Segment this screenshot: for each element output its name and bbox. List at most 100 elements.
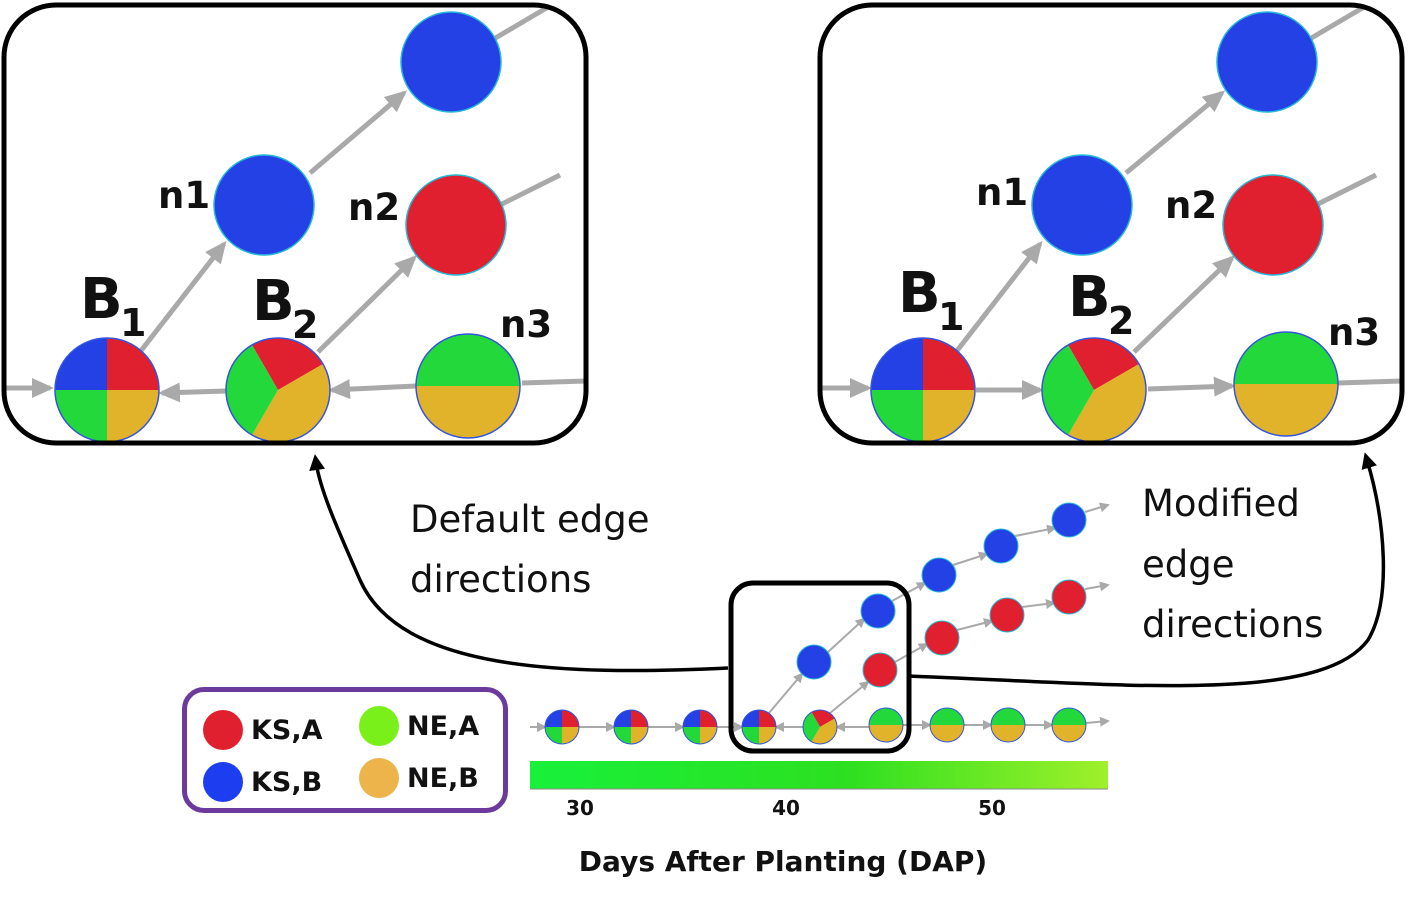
mini-pie-slice — [1052, 725, 1086, 742]
mini-pie-slice — [1052, 708, 1086, 725]
mini-pie-slice — [614, 727, 631, 744]
edge — [158, 382, 227, 403]
mini-pie-slice — [930, 708, 964, 725]
label-b2: B — [1068, 265, 1111, 330]
arrow-to-modified-panel — [907, 452, 1386, 688]
label-n2: n2 — [1165, 184, 1217, 227]
edge — [498, 172, 562, 208]
node-b1 — [870, 337, 976, 443]
right-panel-edges — [820, 5, 1402, 443]
label-n2: n2 — [348, 186, 400, 229]
mini-edge — [891, 582, 927, 602]
mini-node-outline — [544, 709, 580, 745]
axis-title: Days After Planting (DAP) — [579, 845, 987, 878]
mini-node-outline — [929, 707, 965, 743]
node-b1 — [54, 337, 160, 443]
node-top-blue — [400, 11, 502, 113]
mini-node-outline — [682, 709, 718, 745]
mini-edge — [952, 551, 989, 566]
mini-node — [921, 557, 957, 593]
mini-pie-slice — [631, 727, 648, 744]
mini-pie-slice — [545, 710, 562, 727]
legend-swatch — [359, 706, 399, 746]
tick-label: 30 — [566, 796, 594, 820]
mini-pie-slice — [742, 727, 759, 744]
edge — [328, 379, 417, 400]
node-n3 — [415, 333, 521, 439]
label-b1: B — [80, 267, 123, 332]
label-b1-subscript: 1 — [120, 301, 146, 345]
mini-pie-slice — [991, 725, 1025, 742]
legend-label: NE,A — [407, 710, 480, 742]
mini-node-outline — [802, 709, 838, 745]
legend-label: NE,B — [407, 762, 479, 794]
edge — [316, 255, 417, 354]
mini-pie-slice — [562, 710, 579, 727]
label-b2: B — [252, 269, 295, 334]
mini-pie-slice — [545, 727, 562, 744]
legend-item-ks-b: KS,B — [203, 762, 322, 802]
legend-item-ne-b: NE,B — [359, 758, 479, 798]
mini-node — [1051, 579, 1087, 615]
mini-edge — [1085, 716, 1110, 727]
left-panel-frame — [1, 2, 589, 446]
mini-edge — [1021, 599, 1056, 609]
mini-pie-slice — [700, 710, 717, 727]
mini-node-outline — [1051, 707, 1087, 743]
label-n3: n3 — [1328, 311, 1380, 354]
edge — [138, 240, 227, 354]
mini-edge — [829, 680, 870, 714]
node-b2 — [225, 337, 331, 443]
mini-pie-slice — [742, 710, 759, 727]
arrow-to-default-panel — [309, 454, 729, 673]
mini-pie-slice — [930, 725, 964, 742]
mini-edge — [827, 617, 866, 653]
mini-edge — [1014, 524, 1057, 537]
mini-node — [924, 620, 960, 656]
mini-edge — [1084, 581, 1110, 592]
legend-label: KS,A — [251, 714, 323, 746]
mini-pie-slice — [759, 727, 776, 744]
label-b2-subscript: 2 — [1108, 299, 1134, 343]
mini-node — [1051, 502, 1087, 538]
legend-swatch — [203, 762, 243, 802]
mini-pie-slice — [991, 708, 1025, 725]
caption-default-line2: directions — [410, 558, 591, 601]
edge — [1132, 255, 1235, 354]
legend-swatch — [359, 758, 399, 798]
edge — [521, 378, 586, 386]
mini-pie-slice — [614, 710, 631, 727]
mini-node — [796, 644, 832, 680]
mini-node — [983, 528, 1019, 564]
mini-node-outline — [741, 709, 777, 745]
mini-pie-slice — [811, 718, 837, 744]
label-b1-subscript: 1 — [938, 295, 964, 339]
mini-pie-slice — [700, 727, 717, 744]
label-n1: n1 — [976, 171, 1028, 214]
edge — [954, 240, 1043, 354]
caption-modified-line1: Modified — [1142, 482, 1300, 525]
mini-node — [989, 597, 1025, 633]
right-panel-frame — [817, 2, 1405, 446]
mini-edge — [956, 618, 994, 631]
node-b2 — [1041, 337, 1147, 443]
zoom-selection-box — [728, 580, 912, 754]
mini-node-outline — [868, 707, 904, 743]
legend-swatch — [203, 710, 243, 750]
label-b1: B — [898, 261, 941, 326]
edge — [1147, 376, 1236, 397]
mini-edge — [768, 672, 804, 714]
edge — [308, 90, 408, 175]
caption-modified-line3: directions — [1142, 603, 1323, 646]
mini-edge — [1084, 502, 1110, 513]
mini-pie-slice — [803, 712, 820, 742]
node-top-blue — [1216, 11, 1318, 113]
node-n2 — [1222, 174, 1324, 276]
node-n1 — [213, 154, 315, 256]
mini-pie-slice — [683, 727, 700, 744]
mini-pie-slice — [683, 710, 700, 727]
legend-item-ks-a: KS,A — [203, 710, 323, 750]
edge — [1314, 172, 1378, 208]
tick-label: 50 — [978, 796, 1006, 820]
right-zoom-panel: n1 n2 n3 B 1 B 2 — [817, 2, 1405, 446]
